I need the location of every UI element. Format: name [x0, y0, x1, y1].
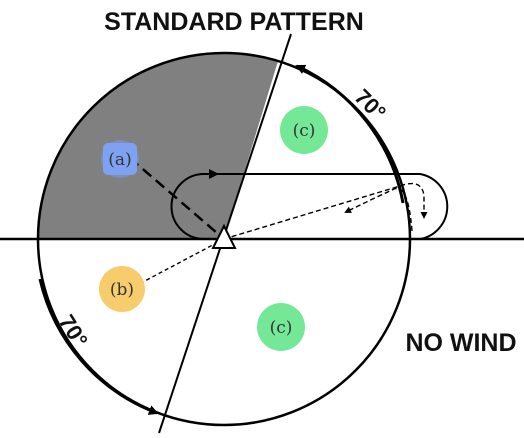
marker-b-label: (b): [110, 280, 134, 300]
marker-c-bottom-circle: [257, 303, 305, 351]
diagram-title: STANDARD PATTERN: [104, 8, 364, 36]
fix-triangle: [211, 223, 237, 249]
marker-a-halo: [101, 140, 139, 178]
marker-c-bottom-label: (c): [270, 318, 293, 338]
direct-entry-path: [129, 157, 225, 240]
top-angle-label: 70°: [350, 84, 391, 125]
marker-c-top-circle: [280, 106, 328, 154]
teardrop-entry-path: [344, 187, 413, 232]
marker-a-highlight: [103, 143, 137, 175]
top-angle-arc: [295, 64, 405, 204]
marker-b-circle: [99, 266, 145, 312]
teardrop-outbound-path: [140, 238, 225, 284]
wind-label: NO WIND: [405, 329, 516, 357]
parallel-entry-path: [223, 182, 428, 240]
marker-c-top-label: (c): [293, 121, 316, 141]
bottom-angle-arc: [38, 278, 159, 415]
marker-a-label: (a): [108, 150, 131, 170]
bottom-angle-label: 70°: [54, 310, 93, 351]
shaded-sector: [38, 52, 278, 239]
